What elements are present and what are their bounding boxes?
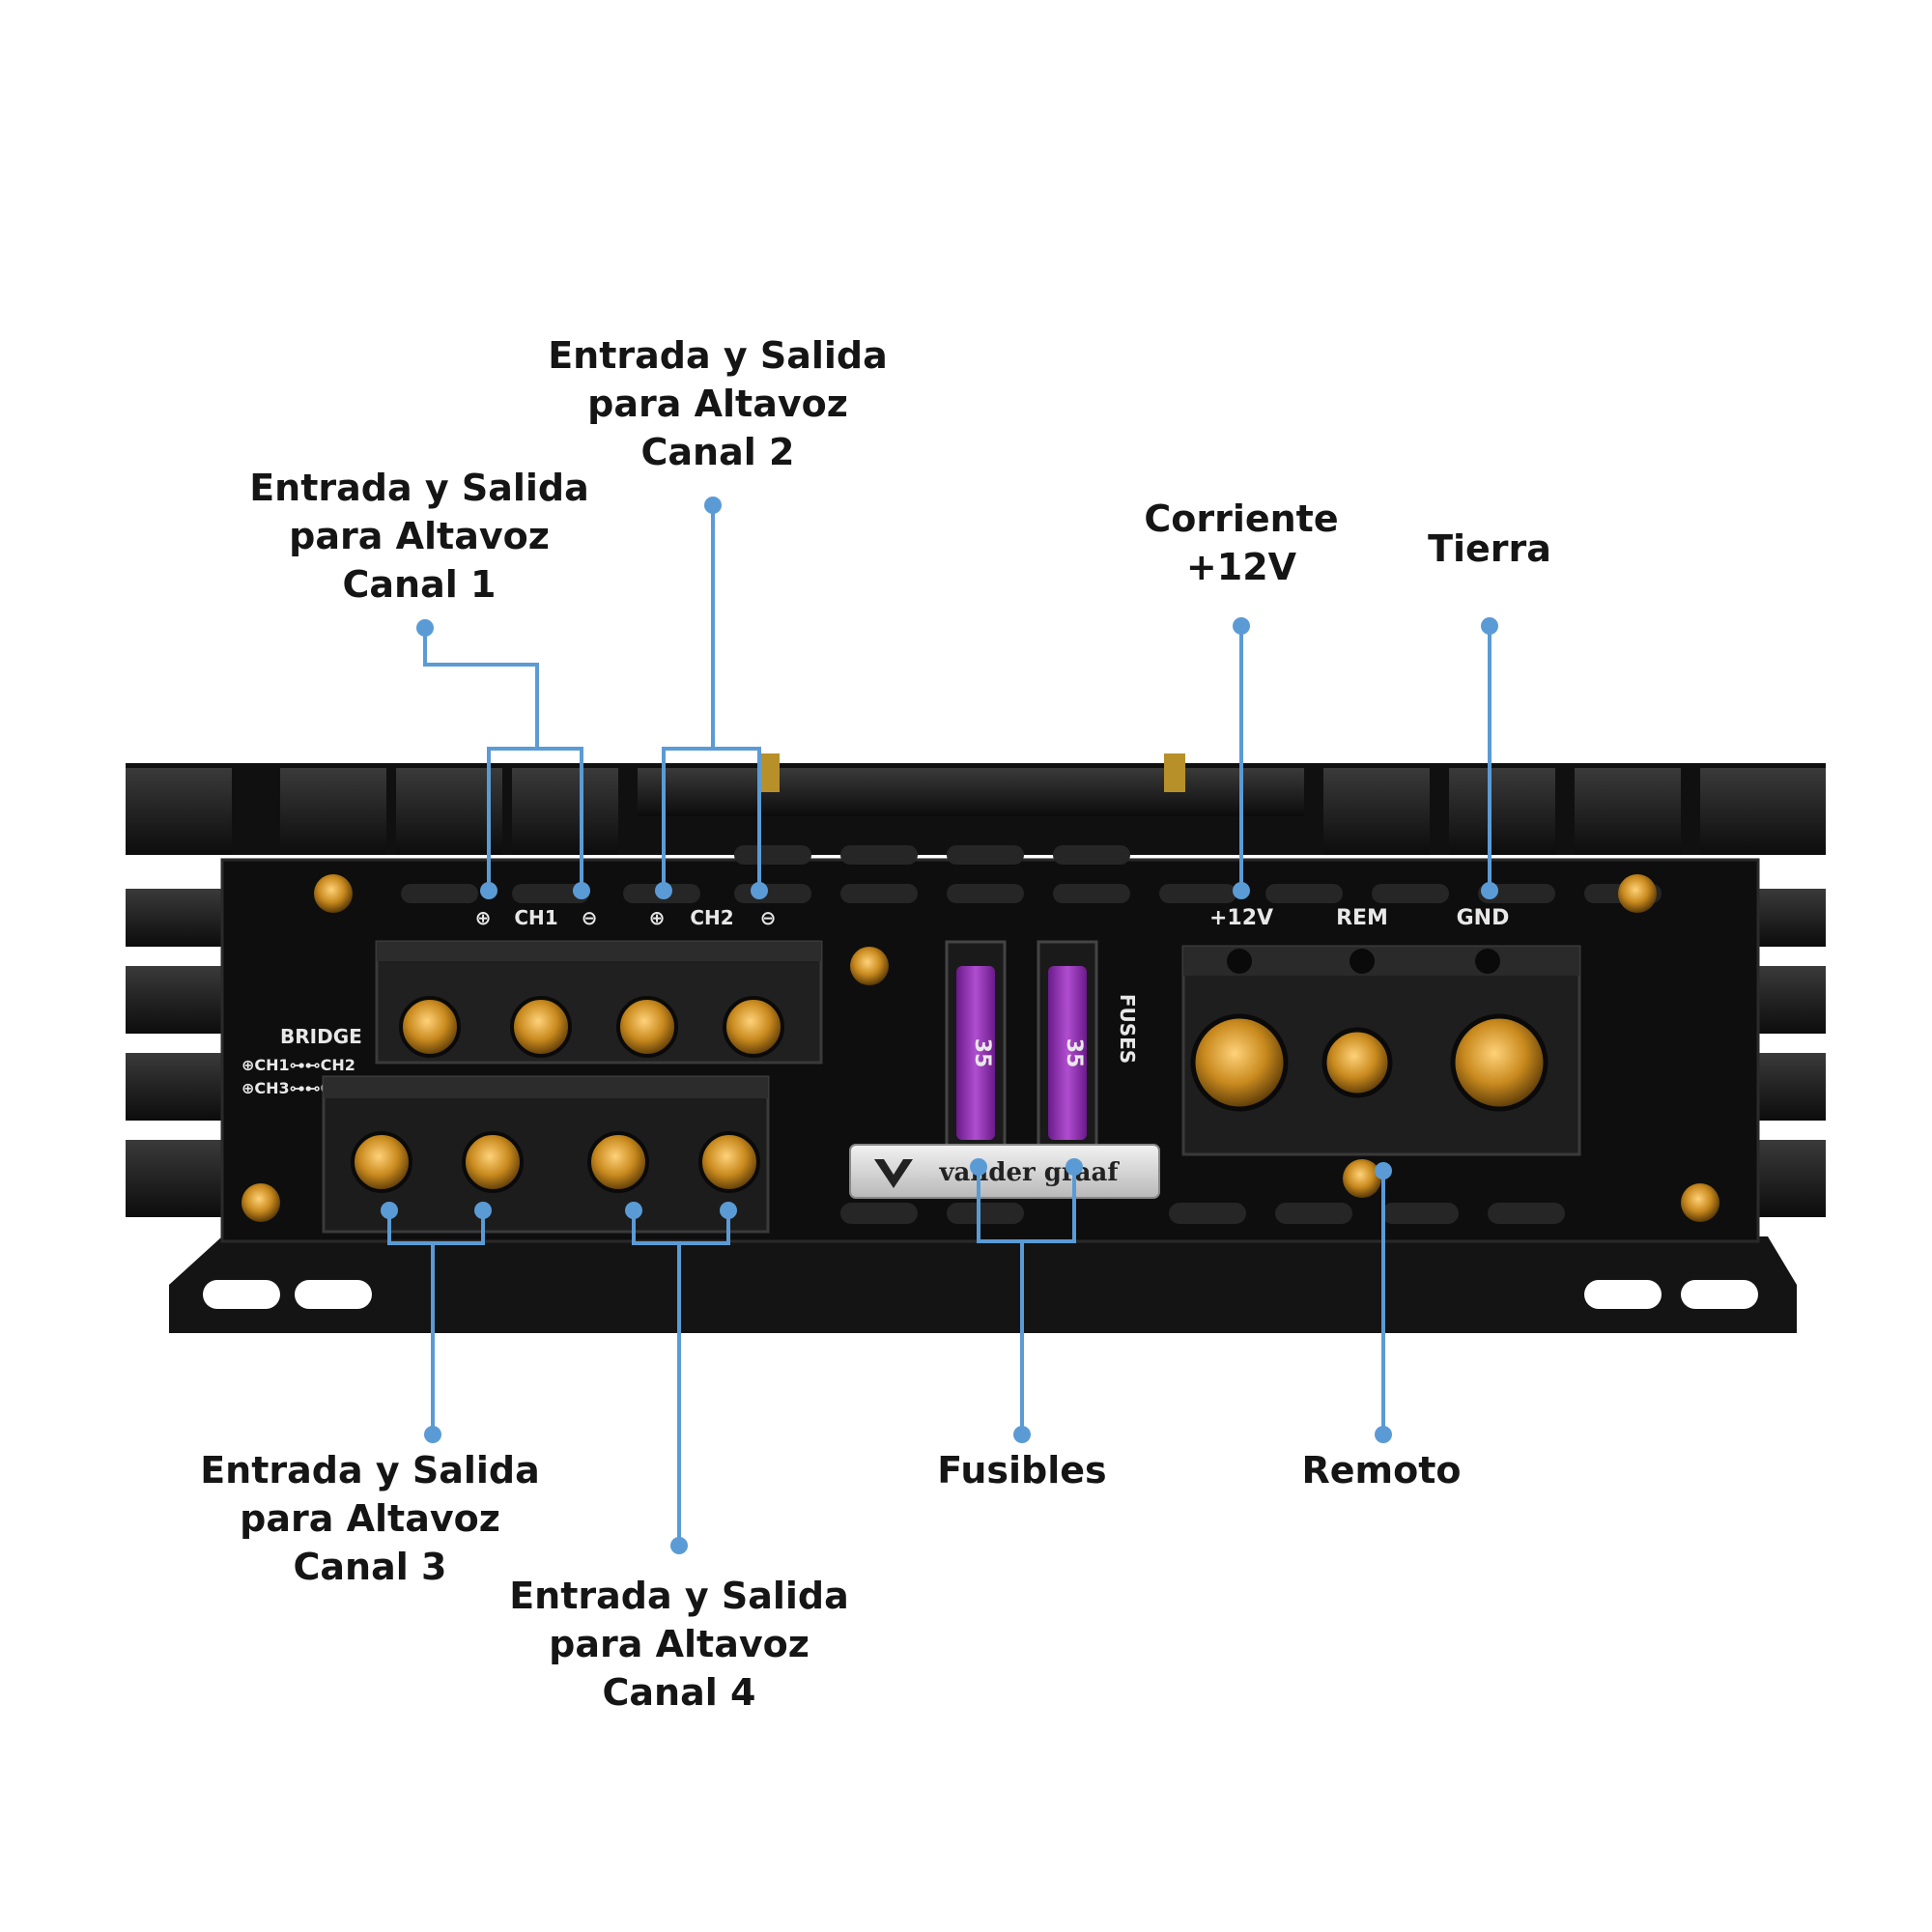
callout-ch2-line-2: para Altavoz [587,383,848,425]
callout-ch1-line-3: Canal 1 [342,563,497,606]
terminal-ch3-minus [462,1131,524,1193]
speaker-terminal-block-upper [375,940,823,1065]
screw [1681,1183,1719,1222]
heatsink [126,753,1826,1217]
ch1-marking: CH1 [514,906,557,929]
callout-ground: Tierra [1345,525,1634,573]
fuse-1-rating: 35 [970,1038,994,1068]
mounting-flange [169,1236,1797,1333]
callout-power: Corriente +12V [1096,495,1386,591]
rem-marking: REM [1336,906,1388,930]
callout-ground-line-1: Tierra [1428,527,1551,570]
svg-text:⊕: ⊕ [649,906,666,929]
terminal-rem [1321,1027,1393,1098]
svg-text:⊖: ⊖ [582,906,598,929]
terminal-ch1-plus [399,996,461,1058]
ch2-marking: CH2 [690,906,733,929]
svg-text:⊖: ⊖ [760,906,777,929]
brand-logo-icon [874,1159,913,1188]
fuses-marking: FUSES [1116,994,1139,1064]
terminal-ch2-minus [723,996,784,1058]
callout-ch4: Entrada y Salida para Altavoz Canal 4 [486,1572,872,1717]
callout-ch2-line-1: Entrada y Salida [548,334,888,377]
terminal-ch4-plus [587,1131,649,1193]
callout-ch2: Entrada y Salida para Altavoz Canal 2 [525,331,911,476]
plus-12v-marking: +12V [1209,906,1273,930]
terminal-ch1-minus [510,996,572,1058]
callout-leaders [387,505,1492,1546]
brand-name: vander graaf [938,1158,1120,1187]
terminal-gnd [1450,1013,1548,1112]
screw [1618,874,1657,913]
bridge-line-1: ⊕CH1⊶⊷CH2 [242,1056,355,1074]
terminal-ch4-minus [698,1131,760,1193]
fuse-holders: 35 35 [945,940,1098,1151]
gnd-marking: GND [1457,906,1510,930]
callout-dots [381,497,1498,1554]
leader-ch1-bracket [487,747,583,891]
fuse-2 [1048,966,1087,1140]
callout-power-line-2: +12V [1185,546,1297,588]
bridge-line-2: ⊕CH3⊶⊷C [242,1079,331,1097]
screw [242,1183,280,1222]
terminal-ch3-plus [351,1131,412,1193]
callout-ch4-line-3: Canal 4 [602,1671,756,1714]
screw [1343,1159,1381,1198]
callout-ch1: Entrada y Salida para Altavoz Canal 1 [226,464,612,609]
callout-ch2-line-3: Canal 2 [640,431,795,473]
leader-ch1 [423,628,539,749]
svg-text:⊕: ⊕ [475,906,492,929]
bridge-marking: BRIDGE [280,1025,362,1048]
callout-ch3-line-3: Canal 3 [293,1546,447,1588]
power-terminal-block [1181,945,1581,1156]
fuse-1 [956,966,995,1140]
callout-remote-line-1: Remoto [1301,1449,1462,1492]
speaker-terminal-block-lower [322,1075,770,1234]
terminal-12v [1190,1013,1289,1112]
leader-ch2-bracket [662,747,761,891]
callout-ch3: Entrada y Salida para Altavoz Canal 3 [177,1446,563,1591]
callout-remote: Remoto [1236,1446,1526,1494]
terminal-ch2-plus [616,996,678,1058]
screw [850,947,889,985]
leader-fuses-bracket [977,1167,1076,1243]
brand-plate: vander graaf [849,1144,1160,1199]
leader-ch3-bracket [387,1210,485,1245]
callout-ch3-line-1: Entrada y Salida [200,1449,540,1492]
callout-ch1-line-1: Entrada y Salida [249,467,589,509]
callout-power-line-1: Corriente [1144,497,1339,540]
fuse-2-rating: 35 [1062,1038,1086,1068]
callout-ch4-line-1: Entrada y Salida [509,1575,849,1617]
panel-markings: ⊕ CH1 ⊖ ⊕ CH2 ⊖ +12V REM GND BRIDGE ⊕CH1… [242,906,1509,1097]
callout-fuses: Fusibles [877,1446,1167,1494]
screw [314,874,353,913]
callout-ch3-line-2: para Altavoz [240,1497,500,1540]
callout-fuses-line-1: Fusibles [937,1449,1107,1492]
callout-ch4-line-2: para Altavoz [549,1623,810,1665]
panel-screws [242,874,1719,1222]
callout-ch1-line-2: para Altavoz [289,515,550,557]
